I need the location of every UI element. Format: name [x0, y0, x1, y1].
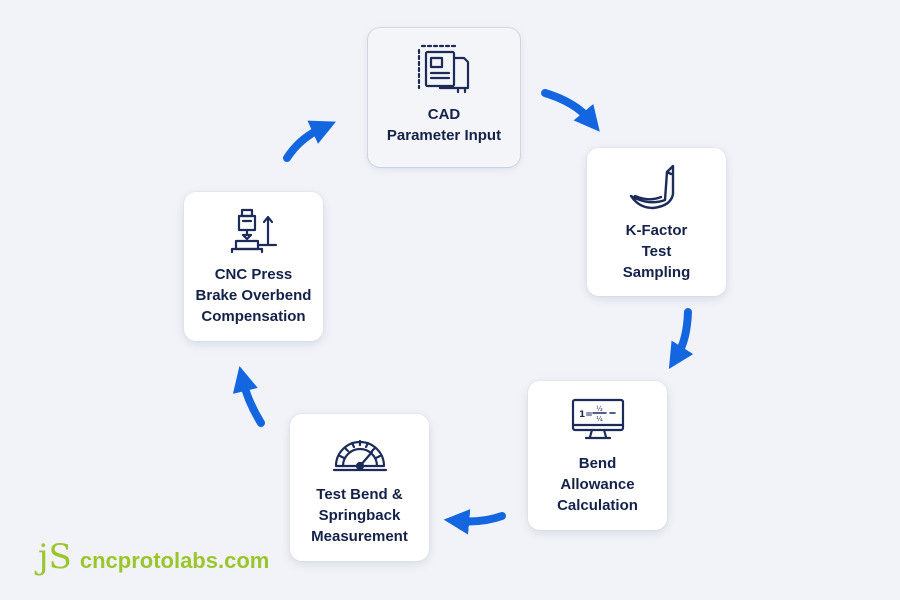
label-line: Brake Overbend	[195, 287, 312, 304]
label-line: CNC Press	[214, 266, 293, 283]
step-card-test-bend-springback-measurement[interactable]: Test Bend & Springback Measurement	[290, 414, 429, 561]
svg-text:½: ½	[596, 405, 603, 413]
label-line: Calculation	[557, 497, 638, 514]
arrow-test-bend-to-press-brake	[232, 366, 265, 427]
label-line: Test	[641, 243, 672, 260]
brand-site-text: cncprotolabs.com	[79, 548, 270, 573]
protractor-gauge-icon	[332, 439, 387, 472]
arrow-bend-allowance-to-test-bend	[443, 509, 506, 535]
step-card-cnc-press-brake-overbend-compensation[interactable]: CNC Press Brake Overbend Compensation	[184, 192, 323, 341]
arrow-cad-to-kfactor	[541, 89, 600, 132]
label-line: CAD	[427, 106, 461, 123]
label-line: K-Factor	[625, 222, 688, 239]
press-brake-icon	[230, 208, 277, 254]
label-line: Compensation	[201, 308, 306, 325]
step-card-k-factor-test-sampling[interactable]: K-Factor Test Sampling	[587, 148, 726, 296]
label-line: Sampling	[622, 264, 691, 281]
brand-watermark: jS cncprotolabs.com	[38, 540, 269, 574]
bent-sheet-icon	[629, 164, 674, 210]
step-card-cad-parameter-input[interactable]: CAD Parameter Input	[368, 28, 520, 167]
label-line: Bend	[578, 455, 617, 472]
step-card-bend-allowance-calculation[interactable]: 1= ½ ¼ Bend Allowance Calculation	[528, 381, 667, 530]
arrow-press-brake-to-cad	[283, 120, 336, 162]
label-line: Springback	[318, 507, 401, 524]
svg-text:1=: 1=	[579, 410, 593, 420]
label-line: Test Bend &	[316, 486, 403, 503]
svg-text:¼: ¼	[596, 415, 603, 423]
label-line: Allowance	[560, 476, 635, 493]
label-line: Parameter Input	[386, 127, 502, 144]
cad-drawing-icon	[417, 44, 470, 94]
monitor-formula-icon: 1= ½ ¼	[571, 398, 624, 440]
brand-logo: jS	[38, 537, 72, 577]
label-line: Measurement	[311, 528, 408, 545]
arrow-kfactor-to-bend-allowance	[668, 308, 694, 370]
